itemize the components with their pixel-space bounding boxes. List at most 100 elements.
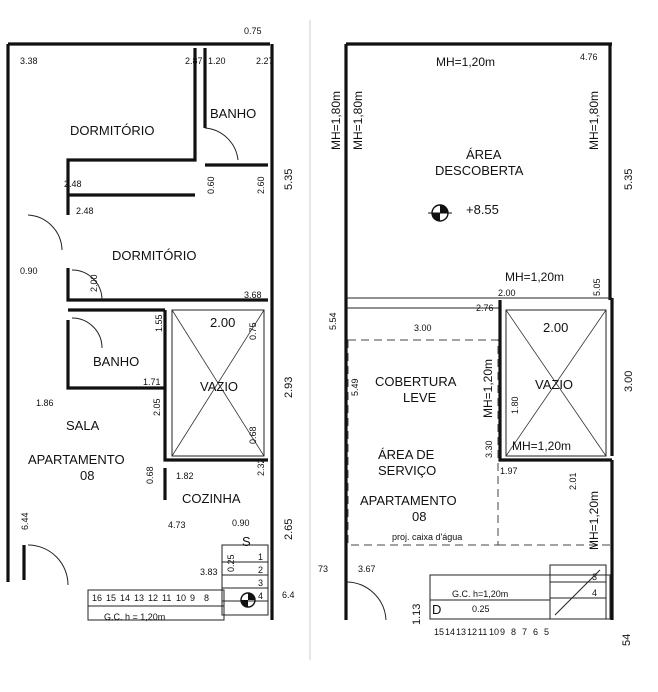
dimension-label: 0.90: [20, 266, 38, 276]
mh-label: MH=1,20m: [512, 439, 571, 453]
stair-step-number: 11: [478, 627, 487, 637]
dimension-label: 54: [621, 634, 633, 646]
door-arc: [27, 544, 69, 586]
dimension-label: 0.60: [206, 176, 216, 194]
stair-step-number: 10: [489, 627, 499, 637]
room-label-apartamento: APARTAMENTO: [28, 452, 125, 467]
left-floor-plan: DORMITÓRIO BANHO DORMITÓRIO BANHO VAZIO …: [6, 26, 295, 622]
room-label-sala: SALA: [66, 418, 100, 433]
stair-step-number: 11: [162, 593, 171, 603]
dimension-label: 3.83: [200, 567, 218, 577]
stair-step-number: 13: [456, 627, 466, 637]
stair-steps-right: 34: [592, 572, 597, 598]
door-arc: [71, 269, 103, 301]
wall: [66, 48, 197, 215]
stair-step-number: 3: [592, 572, 597, 582]
room-label-banho: BANHO: [93, 354, 139, 369]
servico-label: ÁREA DE: [378, 447, 435, 462]
stair-step-number: 12: [467, 627, 477, 637]
dimension-label: 5.54: [328, 312, 338, 330]
vazio-cross: [505, 309, 607, 457]
vazio-cross: [171, 309, 265, 457]
dimension-label: 2.01: [568, 472, 578, 490]
room-label-dormitorio: DORMITÓRIO: [112, 248, 197, 263]
stair-step-number: 6: [533, 627, 538, 637]
door-arc: [204, 127, 239, 161]
stair-step-number: 5: [544, 627, 549, 637]
dimension-label: 0.90: [232, 518, 250, 528]
stair-step-number: 10: [176, 593, 186, 603]
mh-label: MH=1,20m: [481, 359, 495, 418]
cobertura-outline: [347, 339, 499, 546]
dimension-label: 2.00: [498, 288, 516, 298]
stair-step-number: 1: [258, 552, 263, 562]
dimension-label: 1.86: [36, 398, 54, 408]
room-label-cozinha: COZINHA: [182, 491, 241, 506]
mh-label: MH=1,80m: [587, 91, 601, 150]
dimension-label: 2.60: [256, 176, 266, 194]
dimension-label: 0.25: [226, 554, 236, 572]
stair-step-number: 9: [500, 627, 505, 637]
mh-label: MH=1,20m: [436, 55, 495, 69]
gc-label: G.C. h = 1,20m: [104, 612, 165, 622]
stair-step-number: 4: [592, 588, 597, 598]
room-label-apartamento: APARTAMENTO: [360, 493, 457, 508]
right-floor-plan: MH=1,20m 4.76 MH=1,80m MH=1,80m MH=1,80m…: [318, 42, 635, 646]
stair-step-number: 8: [511, 627, 516, 637]
stair-step-number: 14: [120, 593, 130, 603]
door-arc: [27, 214, 63, 251]
gc-label: G.C. h=1,20m: [452, 589, 508, 599]
dimension-label: 2.00: [543, 320, 568, 335]
stair-step-number: 12: [148, 593, 158, 603]
wall: [66, 320, 165, 390]
dimension-label: 4.76: [580, 52, 598, 62]
dimension-label: 1.20: [208, 56, 226, 66]
stair: [429, 574, 611, 620]
stair-arrow: [554, 569, 601, 616]
stair-step-number: 3: [258, 578, 263, 588]
dimension-label: 2.27: [256, 56, 274, 66]
dimension-label: 1.71: [143, 377, 161, 387]
dimension-label: 3.00: [414, 323, 432, 333]
dimension-label: 73: [318, 564, 328, 574]
area-label: ÁREA: [466, 147, 502, 162]
dimension-label: 0.75: [248, 322, 258, 340]
dimension-label: 5.35: [623, 169, 635, 190]
room-label-apartamento-number: 08: [80, 468, 94, 483]
dimension-label: 4.73: [168, 520, 186, 530]
servico-label: SERVIÇO: [378, 463, 436, 478]
dimension-label: 2.93: [283, 377, 295, 398]
stair: [87, 589, 225, 621]
dimension-label: 6.44: [20, 512, 30, 530]
dimension-label: 6.4: [282, 590, 295, 600]
stair-step-number: 9: [190, 593, 195, 603]
dimension-label: 5.49: [350, 378, 360, 396]
stair-step-number: 16: [92, 593, 102, 603]
dimension-label: 2.00: [210, 315, 235, 330]
dimension-label: 3.30: [484, 440, 494, 458]
dimension-label: 1.82: [176, 471, 194, 481]
dimension-label: 2.05: [152, 398, 162, 416]
mh-label: MH=1,20m: [505, 270, 564, 284]
proj-label: proj. caixa d'água: [392, 532, 462, 542]
mh-label: MH=1,80m: [329, 91, 343, 150]
room-label-banho: BANHO: [210, 106, 256, 121]
stair-step-number: 14: [445, 627, 455, 637]
stair-right: [221, 544, 269, 616]
stair-step-number: 15: [106, 593, 116, 603]
dimension-label: 0.68: [248, 426, 258, 444]
stair-direction-label: D: [432, 602, 441, 617]
stair-right: [549, 564, 607, 620]
dimension-label: 2.65: [283, 519, 295, 540]
stair-step-number: 8: [204, 593, 209, 603]
door-arc: [71, 317, 103, 349]
dimension-label: 1.80: [510, 396, 520, 414]
dimension-label: 0.75: [244, 26, 262, 36]
wall: [163, 310, 268, 462]
dimension-label: 3.00: [623, 371, 635, 392]
room-label-apartamento-number: 08: [412, 509, 426, 524]
dimension-label: 5.35: [283, 169, 295, 190]
